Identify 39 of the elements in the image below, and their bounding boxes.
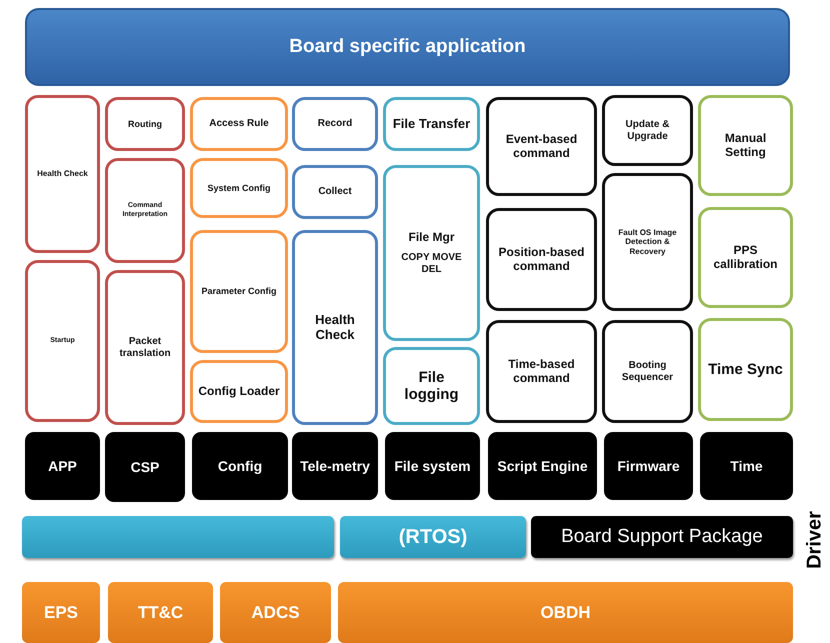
layer-block: Firmware xyxy=(604,432,693,500)
module-box: Record xyxy=(292,97,378,151)
module-box: System Config xyxy=(190,158,288,218)
module-box: Config Loader xyxy=(190,360,288,423)
module-box: Position-based command xyxy=(486,208,597,311)
module-box: File Mgr COPY MOVE DEL xyxy=(383,165,480,341)
module-box: Booting Sequencer xyxy=(602,320,693,423)
layer-block: Config xyxy=(192,432,288,500)
module-box: Parameter Config xyxy=(190,230,288,353)
layer-label: Driver xyxy=(804,511,826,569)
module-box: PPS callibration xyxy=(698,207,793,308)
module-box: Packet translation xyxy=(105,270,185,425)
module-box: Collect xyxy=(292,165,378,219)
module-box: Fault OS Image Detection & Recovery xyxy=(602,173,693,311)
layer-block: CSP xyxy=(105,432,185,502)
layer-block: Time xyxy=(700,432,793,500)
module-box: Update & Upgrade xyxy=(602,95,693,166)
bsp-bar: Board Support Package xyxy=(531,516,793,558)
module-box: Health Check xyxy=(292,230,378,425)
hardware-block: EPS xyxy=(22,582,100,643)
hardware-block: TT&C xyxy=(108,582,213,643)
module-box: Health Check xyxy=(25,95,100,253)
layer-block: Script Engine xyxy=(488,432,597,500)
os-bar: (RTOS) xyxy=(340,516,526,558)
layer-block: APP xyxy=(25,432,100,500)
module-box: Event-based command xyxy=(486,97,597,196)
layer-block: File system xyxy=(385,432,480,500)
module-box: Manual Setting xyxy=(698,95,793,196)
module-box: File Transfer xyxy=(383,97,480,151)
hardware-block: ADCS xyxy=(220,582,331,643)
os-bar xyxy=(22,516,334,558)
module-box: Routing xyxy=(105,97,185,151)
module-box: Access Rule xyxy=(190,97,288,151)
module-box: Time Sync xyxy=(698,318,793,421)
application-bar: Board specific application xyxy=(25,8,790,86)
layer-block: Tele-metry xyxy=(292,432,378,500)
hardware-block: OBDH xyxy=(338,582,793,643)
module-box: File logging xyxy=(383,347,480,425)
module-box: Time-based command xyxy=(486,320,597,423)
